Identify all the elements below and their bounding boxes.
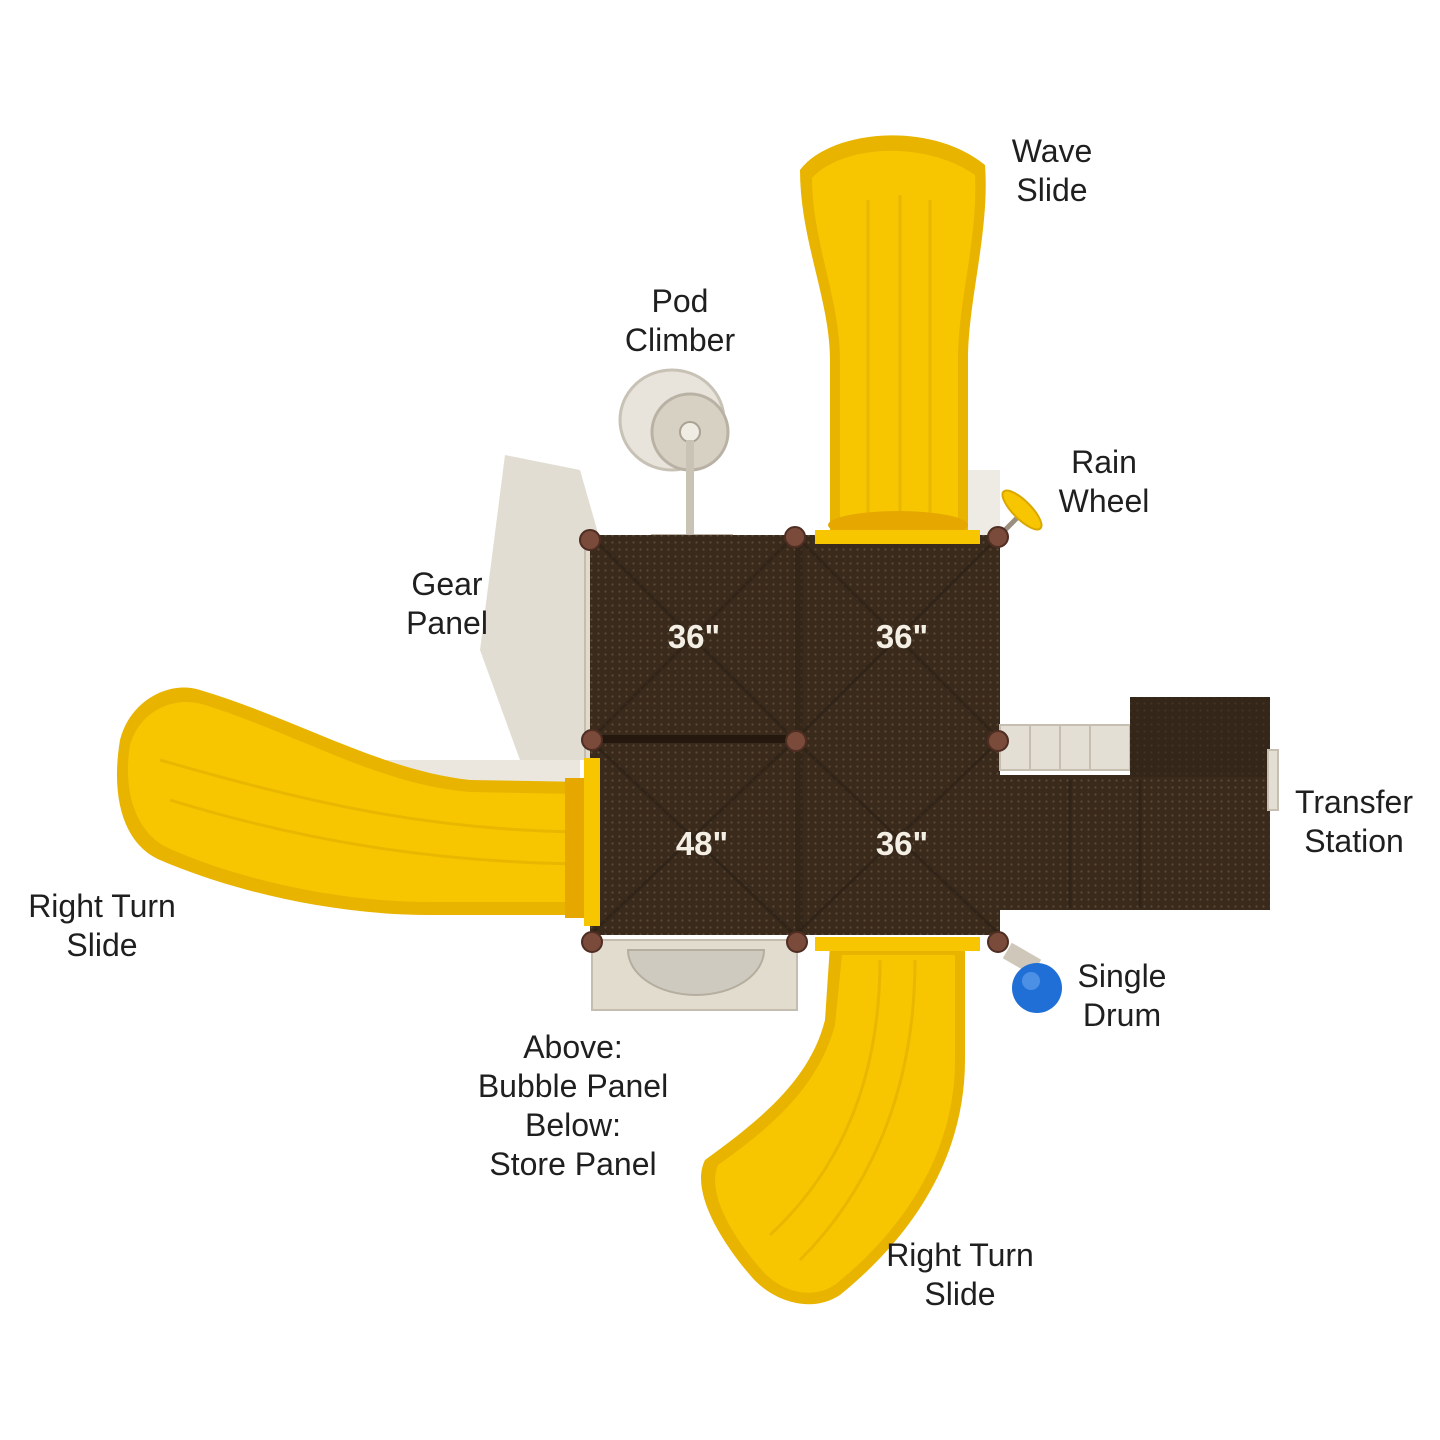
label-gear-panel: Gear Panel xyxy=(406,566,488,641)
label-rain-wheel: Rain Wheel xyxy=(1058,444,1150,519)
label-single-drum: Single Drum xyxy=(1077,958,1167,1033)
deck-posts xyxy=(579,526,1009,953)
transfer-station xyxy=(999,697,1279,910)
single-drum xyxy=(1002,942,1062,1013)
label-pod-climber: Pod Climber xyxy=(624,283,736,358)
deck-height-top-right: 36" xyxy=(876,618,928,655)
label-right-turn-slide-left: Right Turn Slide xyxy=(28,888,176,963)
label-transfer-station: Transfer Station xyxy=(1295,784,1413,859)
deck-height-top-left: 36" xyxy=(668,618,720,655)
label-wave-slide: Wave Slide xyxy=(1011,133,1093,208)
rain-wheel xyxy=(998,489,1043,537)
right-turn-slide-bottom xyxy=(701,945,965,1305)
deck-height-bottom-left: 48" xyxy=(676,825,728,862)
pod-climber xyxy=(618,368,733,552)
label-right-turn-slide-bottom: Right Turn Slide xyxy=(886,1237,1034,1312)
label-bubble-store-panel: Above: Bubble Panel Below: Store Panel xyxy=(477,1029,669,1182)
wave-slide xyxy=(800,135,986,539)
bubble-store-panel xyxy=(591,939,798,1011)
deck-height-bottom-right: 36" xyxy=(876,825,928,862)
